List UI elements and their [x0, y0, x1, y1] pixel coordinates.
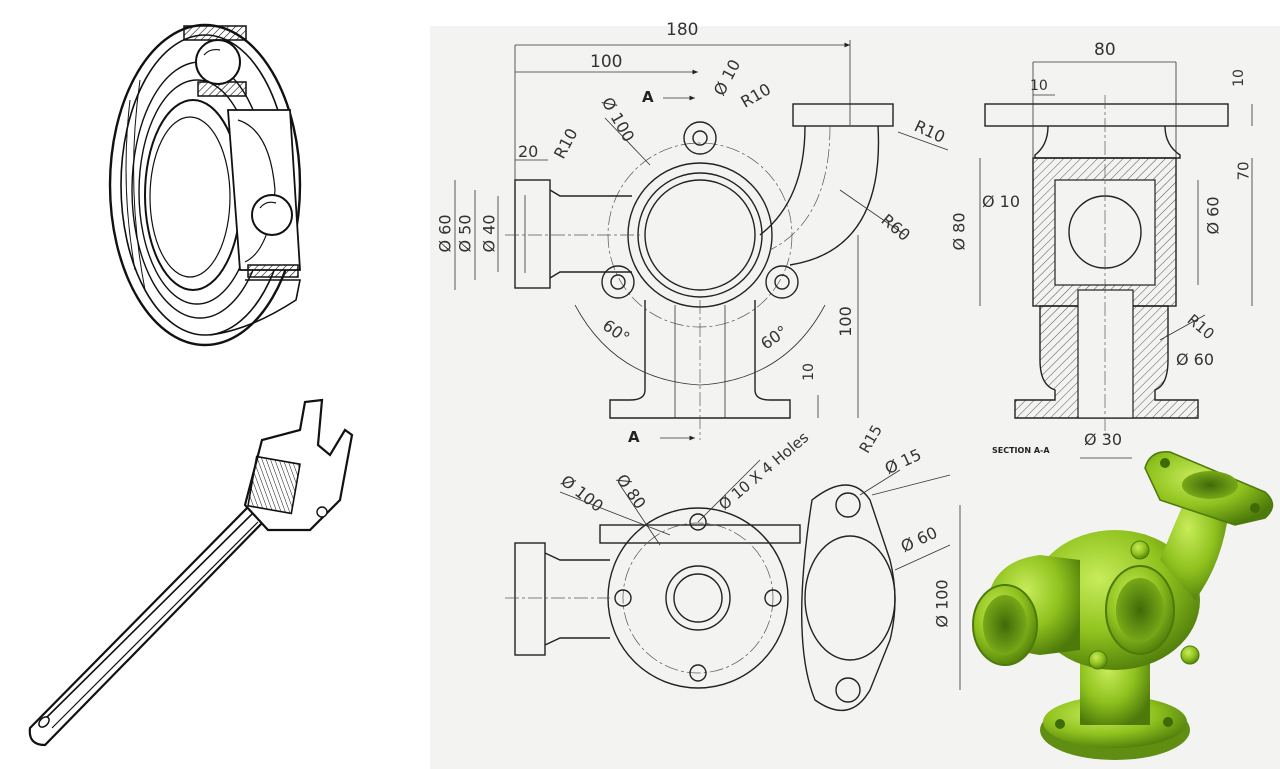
section-label: SECTION A-A: [992, 446, 1050, 455]
dim-180: 180: [666, 20, 699, 40]
dim-70: 70: [1234, 161, 1253, 181]
illustrations-panel: [0, 0, 430, 769]
dim-dia10-side: Ø 10: [982, 192, 1021, 211]
adjustable-wrench-illustration: [28, 398, 354, 747]
front-view: [454, 40, 949, 441]
drawing-canvas: [454, 40, 1274, 760]
dim-dia60-right: Ø 60: [1203, 196, 1223, 235]
ball-bearing-illustration: [108, 23, 302, 347]
dim-dia60: Ø 60: [435, 214, 455, 253]
section-marker-bottom: A: [628, 428, 640, 446]
dim-100-right: 100: [835, 306, 855, 337]
dim-80: 80: [1094, 40, 1116, 60]
dim-dia50: Ø 50: [455, 214, 475, 253]
section-view: [979, 61, 1253, 459]
dim-10-right: 10: [1230, 69, 1247, 87]
dim-100-top: 100: [590, 52, 623, 72]
dim-10-base: 10: [800, 363, 817, 381]
dim-20: 20: [518, 142, 539, 161]
engineering-drawing-sheet: 180 100 20 R10 Ø 100 Ø 10 R10 R10 R60 Ø …: [430, 20, 1280, 769]
dim-dia30: Ø 30: [1084, 430, 1123, 449]
dim-dia40: Ø 40: [479, 214, 499, 253]
dim-dia80-side: Ø 80: [949, 212, 969, 251]
dim-10-top: 10: [1030, 78, 1048, 94]
dim-dia60-bottom: Ø 60: [1176, 350, 1215, 369]
section-marker-top: A: [642, 88, 654, 106]
illustrations-canvas: [28, 23, 354, 747]
dim-dia100-right: Ø 100: [932, 579, 952, 628]
top-view: [505, 459, 961, 712]
green-3d-render: [972, 451, 1274, 760]
